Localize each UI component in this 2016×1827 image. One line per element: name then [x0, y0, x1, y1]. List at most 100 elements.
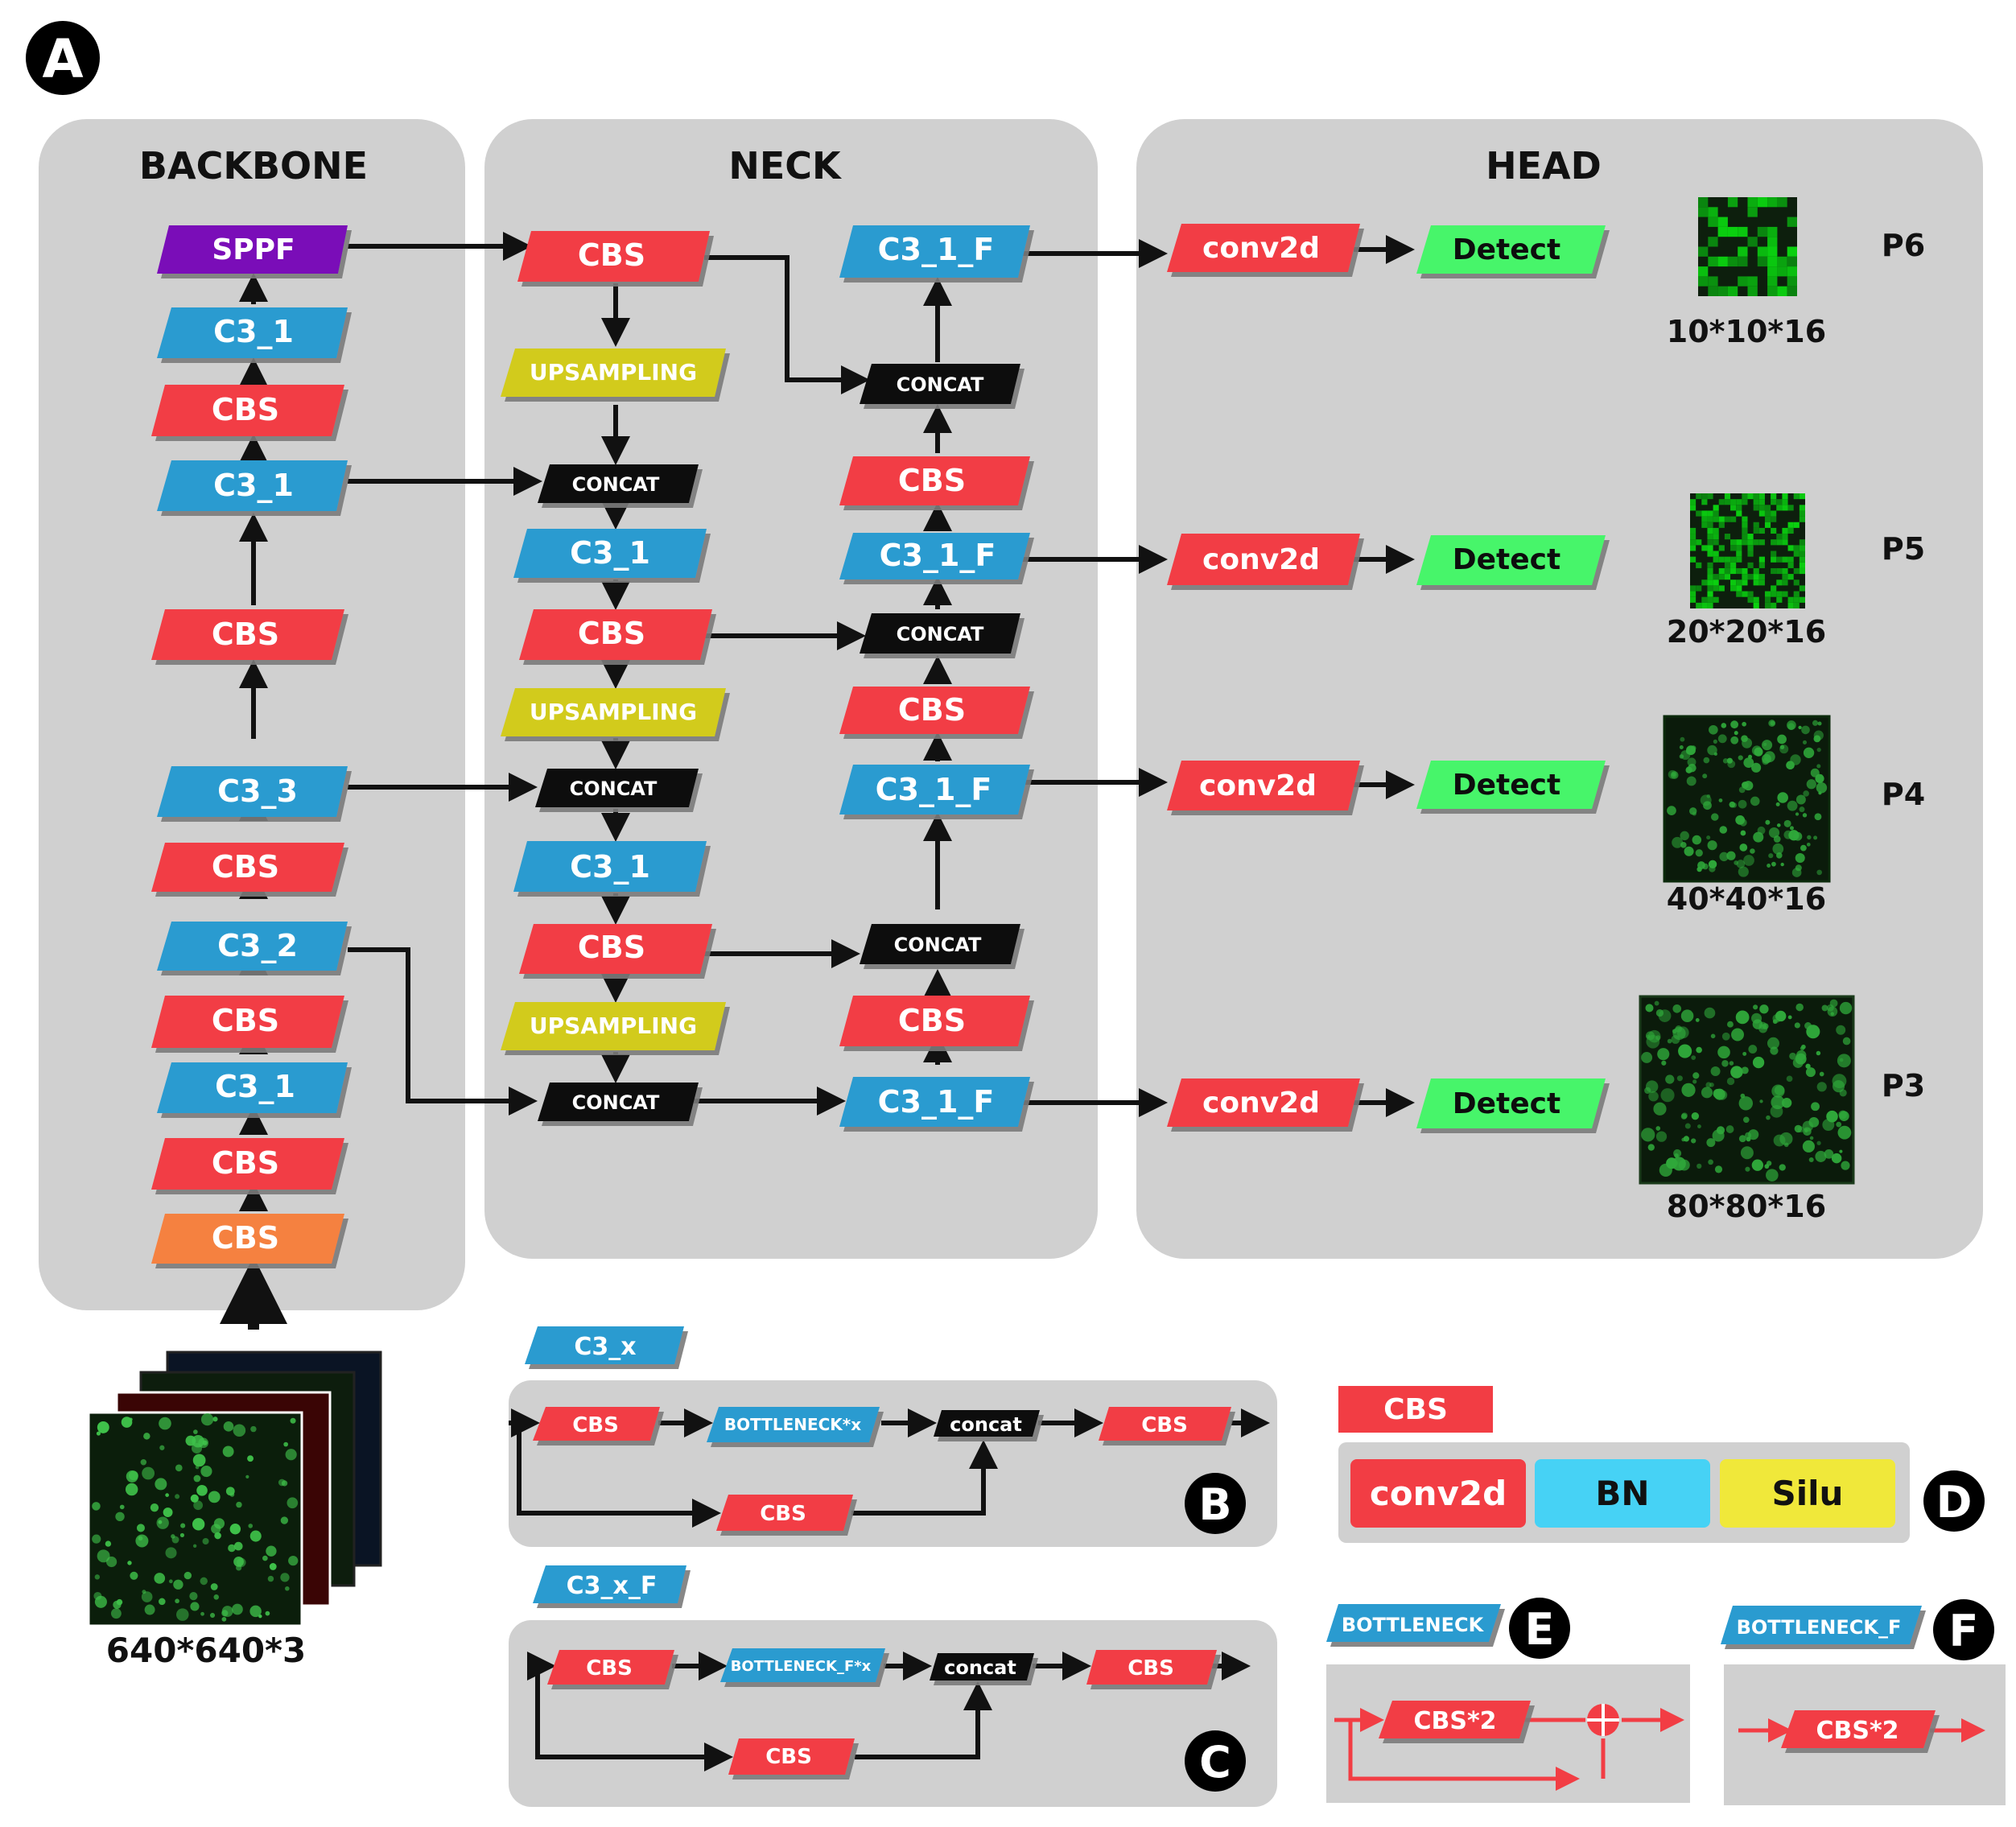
texture-dot [1740, 1093, 1746, 1099]
node-neck-cbs-low: CBS [839, 996, 1030, 1046]
svg-text:CBS: CBS [578, 930, 645, 965]
texture-dot [1779, 744, 1789, 754]
texture-dot [1837, 1054, 1851, 1068]
texture-dot [211, 1524, 221, 1534]
texture-dot [1741, 1066, 1749, 1074]
feature-cell [1764, 591, 1771, 597]
feature-cell [1690, 499, 1696, 505]
texture-dot [1696, 1046, 1702, 1054]
feature-cell [1718, 567, 1725, 575]
texture-dot [1807, 835, 1812, 840]
feature-cell [1787, 505, 1794, 511]
feature-cell [1771, 499, 1777, 505]
feature-cell [1747, 539, 1754, 546]
module-d-title [1338, 1386, 1493, 1433]
feature-cell [1771, 556, 1777, 563]
texture-dot [1751, 762, 1762, 773]
feature-cell [1771, 591, 1777, 597]
feature-cell [1771, 527, 1777, 534]
texture-dot [1674, 1161, 1679, 1165]
feature-cell [1698, 246, 1709, 257]
texture-dot [1654, 1000, 1659, 1006]
feature-cell [1730, 499, 1737, 505]
feature-cell [1793, 596, 1800, 603]
texture-dot [1738, 1135, 1746, 1143]
node-neck-concat-1: CONCAT [538, 464, 699, 503]
feature-cell [1730, 539, 1737, 546]
texture-dot [1731, 1028, 1744, 1041]
texture-dot [1750, 848, 1755, 854]
texture-dot [1787, 1015, 1792, 1020]
texture-dot [1781, 1098, 1792, 1108]
module-b-cbs-out: CBS [1099, 1407, 1231, 1441]
feature-cell [1707, 591, 1713, 597]
texture-dot [1707, 744, 1717, 756]
feature-cell [1767, 256, 1778, 267]
feature-cell [1787, 256, 1797, 267]
feature-cell [1707, 527, 1713, 534]
svg-text:Silu: Silu [1772, 1474, 1844, 1513]
feature-cell [1764, 596, 1771, 603]
texture-dot [1683, 1136, 1690, 1142]
svg-text:C3_3: C3_3 [217, 773, 298, 809]
texture-dot [1783, 819, 1791, 827]
module-c-panel [509, 1620, 1277, 1807]
feature-cell [1753, 567, 1759, 575]
texture-dot [193, 1500, 204, 1511]
texture-dot [249, 1530, 262, 1542]
feature-cell [1782, 527, 1788, 534]
texture-dot [1701, 1087, 1713, 1099]
svg-text:CBS: CBS [212, 1145, 279, 1181]
texture-dot [1678, 1044, 1692, 1058]
svg-text:conv2d: conv2d [1202, 543, 1320, 576]
svg-text:CBS: CBS [578, 237, 645, 273]
feature-cell [1776, 505, 1783, 511]
texture-dot [1672, 1026, 1686, 1041]
texture-dot [1753, 831, 1764, 843]
feature-cell [1758, 562, 1765, 568]
feature-cell [1787, 545, 1794, 551]
feature-cell [1799, 562, 1805, 568]
texture-dot [236, 1501, 242, 1508]
texture-dot [1839, 1149, 1843, 1153]
feature-cell [1799, 505, 1805, 511]
texture-dot [1775, 802, 1780, 806]
module-d-bn [1535, 1459, 1710, 1528]
node-backbone-cbs-first: CBS [151, 1214, 344, 1264]
texture-dot [159, 1417, 171, 1430]
texture-dot [1726, 1077, 1735, 1086]
texture-dot [1680, 842, 1687, 848]
texture-dot [1703, 757, 1710, 764]
texture-dot [1655, 1126, 1661, 1131]
texture-dot [1713, 1088, 1725, 1100]
feature-cell [1793, 579, 1800, 586]
module-e-block: CBS*2 [1379, 1701, 1531, 1738]
node-backbone-cbs-a: CBS [151, 385, 344, 436]
node-neck-concat-3: CONCAT [538, 1083, 699, 1121]
node-neck-cbs-3: CBS [519, 924, 712, 974]
texture-dot [193, 1429, 198, 1434]
texture-dot [189, 1592, 198, 1601]
texture-dot [1795, 864, 1802, 872]
feature-cell [1730, 562, 1737, 568]
svg-text:UPSAMPLING: UPSAMPLING [530, 1012, 697, 1039]
module-e: BOTTLENECK E CBS*2 [1326, 1598, 1690, 1803]
texture-dot [229, 1524, 241, 1535]
texture-dot [97, 1421, 109, 1433]
feature-cell [1799, 556, 1805, 563]
feature-cell [1690, 591, 1696, 597]
feature-cell [1724, 562, 1731, 568]
texture-dot [1841, 1161, 1850, 1170]
texture-dot [1709, 724, 1718, 735]
texture-dot [1710, 1066, 1721, 1076]
module-c-cbs-skip: CBS [728, 1738, 855, 1775]
node-backbone-c3-1-mid: C3_1 [157, 460, 348, 511]
svg-text:C3_x_F: C3_x_F [567, 1572, 658, 1600]
feature-cell [1799, 596, 1805, 603]
p4-level-label: P4 [1882, 777, 1925, 812]
texture-dot [129, 1470, 138, 1481]
texture-dot [1806, 843, 1811, 847]
panel-label-a-text: A [42, 28, 83, 90]
texture-dot [1802, 813, 1808, 818]
feature-cell [1707, 539, 1713, 546]
